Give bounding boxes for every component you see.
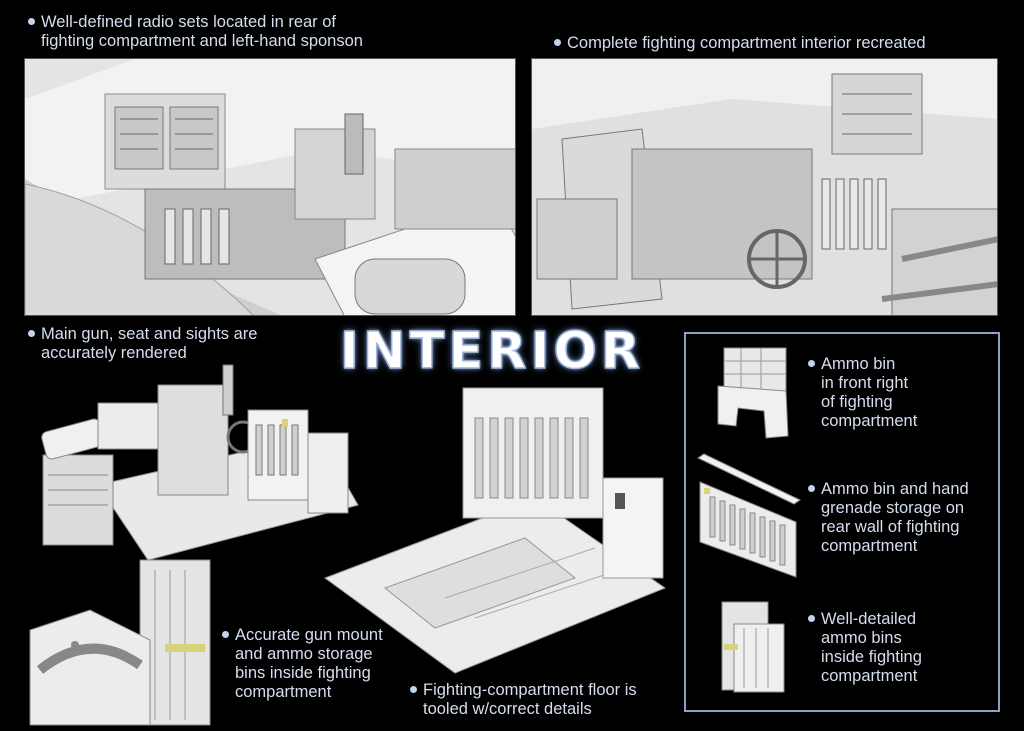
caption-line: fighting compartment and left-hand spons… — [41, 32, 363, 50]
caption-ammo-detail: Well-detailed ammo bins inside fighting … — [808, 610, 922, 686]
caption-text: Complete fighting compartment interior r… — [567, 34, 926, 52]
bullet-icon — [410, 686, 417, 693]
bullet-icon — [222, 631, 229, 638]
caption-line: Fighting-compartment floor is — [410, 681, 637, 700]
bullet-icon — [554, 39, 561, 46]
caption-line: compartment — [821, 537, 918, 555]
caption-line: Well-defined radio sets located in rear … — [28, 13, 363, 32]
bullet-icon — [28, 330, 35, 337]
caption-line: accurately rendered — [41, 344, 187, 362]
caption-fighting-interior: Complete fighting compartment interior r… — [554, 34, 926, 53]
caption-line: Main gun, seat and sights are — [28, 325, 257, 344]
radio-sets-render — [24, 58, 516, 316]
caption-line: compartment — [235, 683, 332, 701]
caption-ammo-rear: Ammo bin and hand grenade storage on rea… — [808, 480, 969, 556]
caption-line: inside fighting — [821, 648, 922, 666]
caption-text: Accurate gun mount — [235, 626, 383, 644]
main-gun-model — [38, 355, 359, 561]
caption-radio-sets: Well-defined radio sets located in rear … — [28, 13, 363, 51]
caption-line: tooled w/correct details — [423, 700, 592, 718]
caption-main-gun: Main gun, seat and sights are accurately… — [28, 325, 257, 363]
bullet-icon — [808, 615, 815, 622]
caption-text: Well-defined radio sets located in rear … — [41, 13, 337, 31]
caption-line: in front right — [821, 374, 909, 392]
caption-gun-mount: Accurate gun mount and ammo storage bins… — [222, 626, 383, 702]
caption-line: compartment — [821, 667, 918, 685]
caption-line: Accurate gun mount — [222, 626, 383, 645]
caption-text: Ammo bin — [821, 355, 896, 373]
gun-mount-model — [29, 559, 220, 726]
floor-model — [323, 387, 667, 674]
ammo-bin-front-model — [716, 346, 796, 441]
bullet-icon — [28, 18, 35, 25]
ammo-bins-frame — [684, 332, 1000, 712]
fighting-compartment-render — [531, 58, 998, 316]
page-title: INTERIOR — [339, 321, 645, 381]
caption-text: Ammo bin and hand — [821, 480, 969, 498]
caption-line: Complete fighting compartment interior r… — [554, 34, 926, 53]
caption-line: Ammo bin and hand — [808, 480, 969, 499]
caption-line: grenade storage on — [821, 499, 965, 517]
caption-line: Well-detailed — [808, 610, 922, 629]
caption-line: of fighting — [821, 393, 893, 411]
caption-line: Ammo bin — [808, 355, 917, 374]
caption-text: Fighting-compartment floor is — [423, 681, 637, 699]
caption-ammo-front: Ammo bin in front right of fighting comp… — [808, 355, 917, 431]
caption-line: compartment — [821, 412, 918, 430]
caption-line: rear wall of fighting — [821, 518, 960, 536]
caption-text: Main gun, seat and sights are — [41, 325, 258, 343]
caption-floor: Fighting-compartment floor is tooled w/c… — [410, 681, 637, 719]
ammo-bin-rear-model — [696, 452, 802, 578]
caption-line: bins inside fighting — [235, 664, 371, 682]
ammo-bin-detail-model — [718, 600, 788, 695]
caption-line: ammo bins — [821, 629, 902, 647]
caption-line: and ammo storage — [235, 645, 373, 663]
bullet-icon — [808, 360, 815, 367]
bullet-icon — [808, 485, 815, 492]
caption-text: Well-detailed — [821, 610, 917, 628]
